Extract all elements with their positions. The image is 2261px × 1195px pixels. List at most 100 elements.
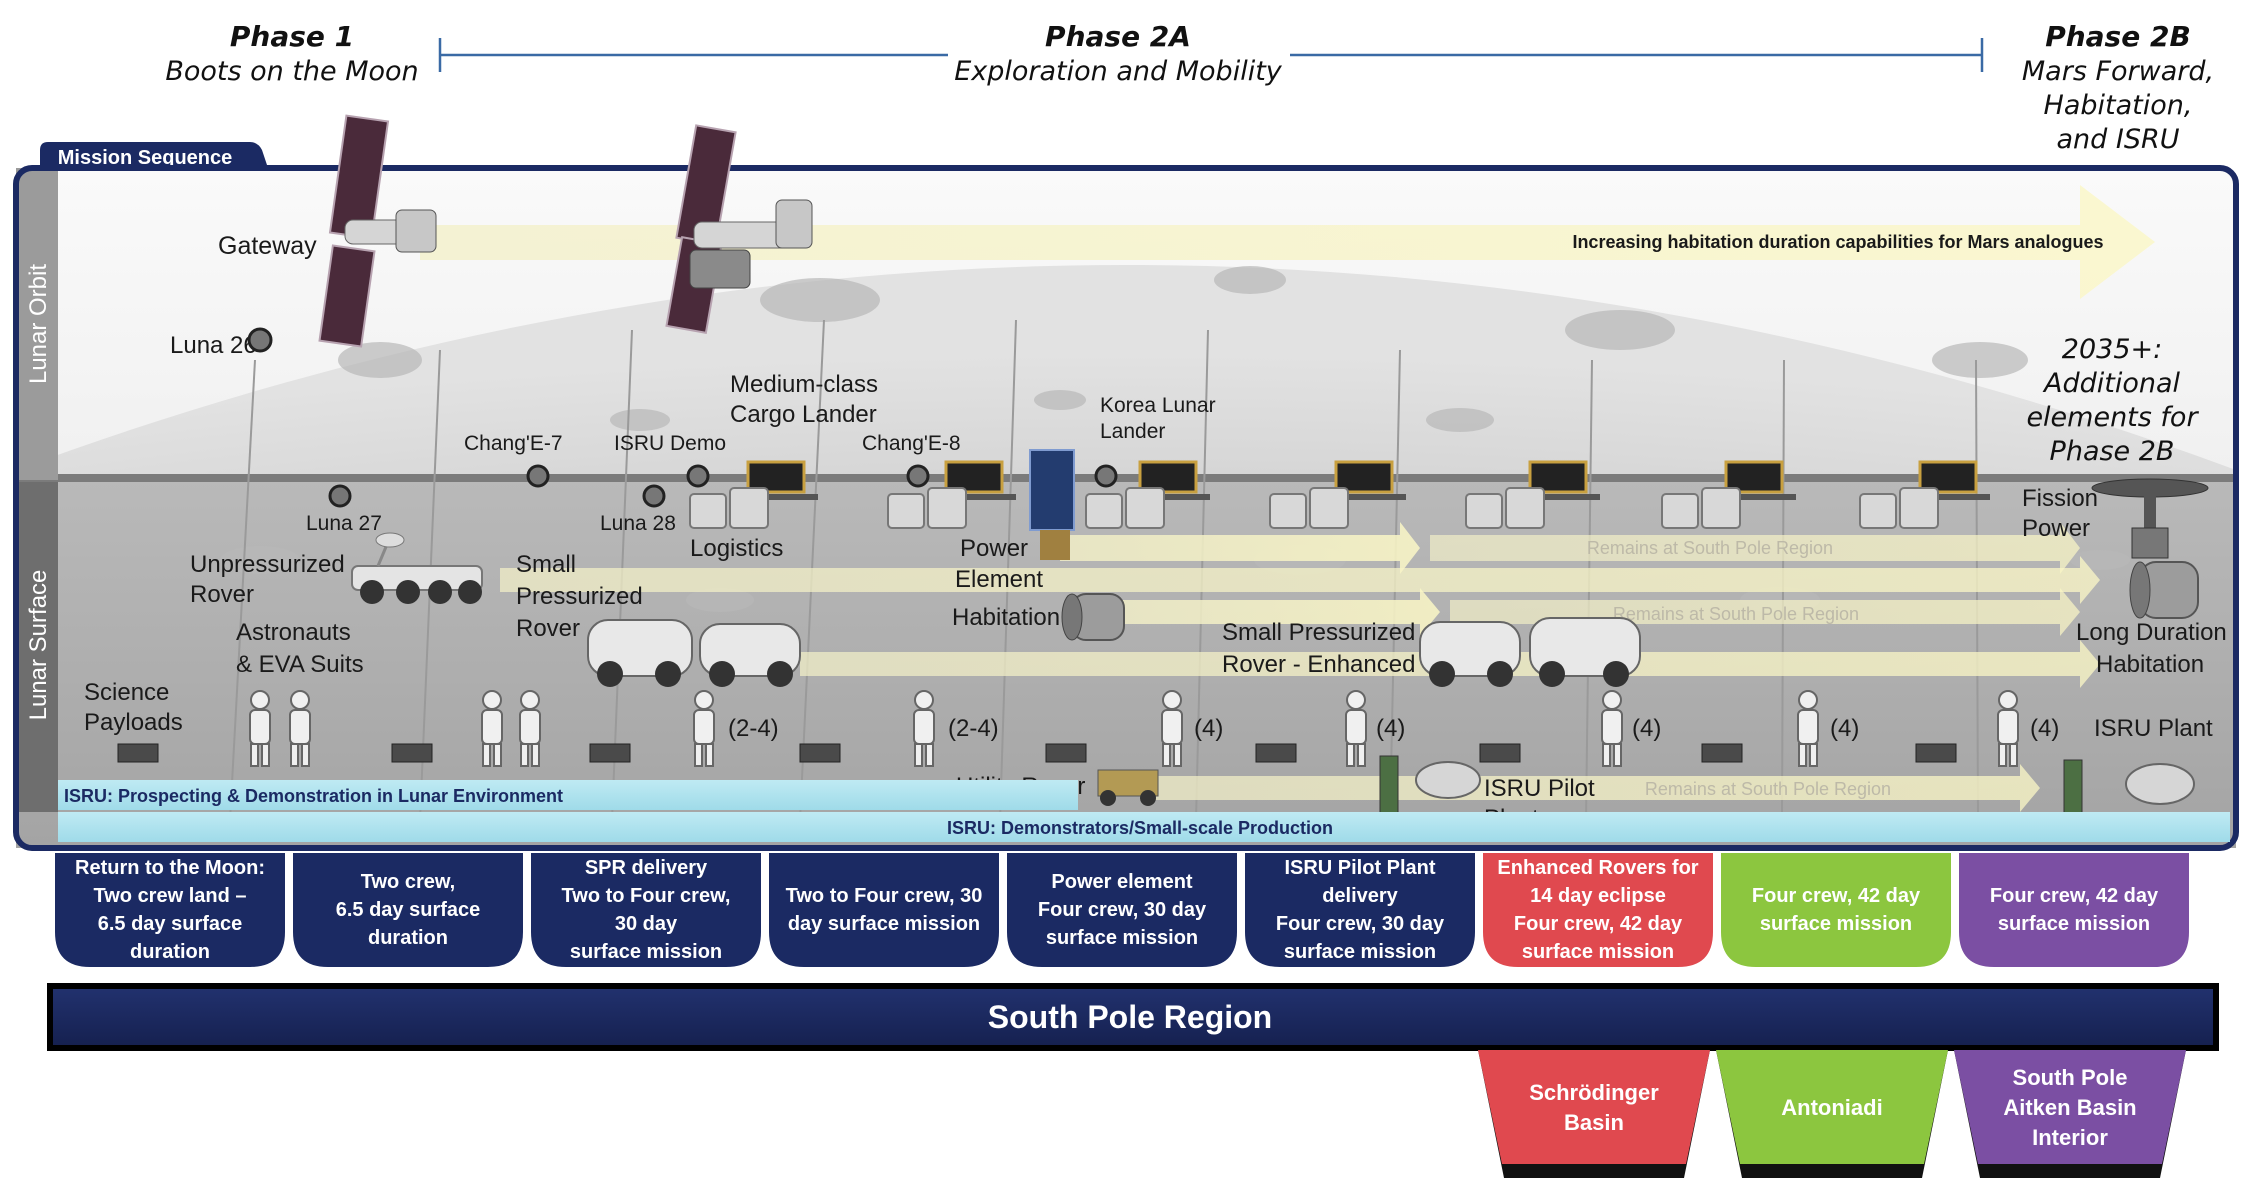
science-payloads-label-1: Science (84, 679, 169, 706)
power-element-label-1: Power (960, 535, 1028, 562)
mission-box-1-line-3: 6.5 day surface (98, 913, 243, 935)
phase-2b-subtitle-3: and ISRU (2056, 124, 2179, 155)
mission-box-3-line-1: SPR delivery (585, 857, 708, 879)
isru-pilot-plant-label-1: ISRU Pilot (1484, 775, 1595, 802)
gateway-station-icon (318, 114, 437, 348)
science-payload-icons (117, 743, 1957, 763)
habitation-label: Habitation (952, 604, 1060, 631)
korea-lander-label-2: Lander (1100, 420, 1165, 443)
change8-label: Chang'E-8 (862, 432, 961, 455)
astronauts-label-1: Astronauts (236, 619, 351, 646)
mission-box-3-line-3: 30 day (615, 913, 678, 935)
power-element-arrow (1060, 522, 1420, 574)
korea-lander-marker (1094, 464, 1118, 488)
isru-bars: ISRU: Prospecting & Demonstration in Lun… (58, 780, 2230, 842)
additional-elements-4: Phase 2B (2050, 436, 2175, 467)
unpressurized-rover-icon (351, 532, 483, 604)
surface-side-strip (16, 482, 58, 812)
region-label: South Pole Region (988, 999, 1272, 1035)
mission-box-5-line-2: Four crew, 30 day (1038, 899, 1207, 921)
phase-2a-subtitle: Exploration and Mobility (954, 56, 1283, 87)
crew-count-3: (4) (1194, 715, 1223, 742)
phase-1-title: Phase 1 (230, 20, 354, 53)
mission-box-8-line-1: Four crew, 42 day (1752, 885, 1921, 907)
mission-box-7-line-4: surface mission (1522, 941, 1674, 963)
habitation-module-icon (1061, 593, 1125, 641)
luna27-label: Luna 27 (306, 512, 382, 535)
phase-2a-title: Phase 2A (1045, 20, 1191, 53)
spr-enhanced-label-1: Small Pressurized (1222, 619, 1415, 646)
utility-rover-icon (1097, 769, 1159, 806)
mission-box-6-line-2: delivery (1322, 885, 1398, 907)
mission-box-9-line-2: surface mission (1998, 913, 2150, 935)
mission-box-1: Return to the Moon:Two crew land –6.5 da… (53, 851, 287, 969)
change7-label: Chang'E-7 (464, 432, 563, 455)
power-element-icon (1029, 449, 1075, 531)
orbit-surface-divider (16, 474, 2236, 482)
luna27-marker (328, 484, 352, 508)
crew-count-6: (4) (1830, 715, 1859, 742)
korea-lander-label-1: Korea Lunar (1100, 394, 1216, 417)
fission-power-icon (2091, 478, 2209, 559)
isru-demo-marker (686, 464, 710, 488)
mission-box-5-line-1: Power element (1051, 871, 1193, 893)
site-badge-3-line-2: Aitken Basin (2003, 1095, 2136, 1120)
mission-box-3-line-2: Two to Four crew, (562, 885, 731, 907)
phase-1-subtitle: Boots on the Moon (165, 56, 418, 87)
spr-enhanced-icon (1419, 617, 1641, 687)
power-remains-arrow (1430, 522, 2080, 574)
additional-elements-3: elements for (2026, 402, 2199, 433)
spr-label-3: Rover (516, 615, 580, 642)
isru-prospecting-label: ISRU: Prospecting & Demonstration in Lun… (64, 786, 563, 806)
phase-2b-subtitle-1: Mars Forward, (2022, 56, 2214, 87)
gateway-station-expanded-icon (665, 124, 813, 334)
luna28-label: Luna 28 (600, 512, 676, 535)
mission-box-1-line-2: Two crew land – (94, 885, 247, 907)
mission-box-6-line-4: surface mission (1284, 941, 1436, 963)
site-badge-3-line-1: South Pole (2013, 1065, 2128, 1090)
mission-box-4-line-1: Two to Four crew, 30 (786, 885, 983, 907)
fission-power-label-1: Fission (2022, 485, 2098, 512)
mission-box-4-line-2: day surface mission (788, 913, 980, 935)
site-badge-1-line-1: Schrödinger (1529, 1080, 1659, 1105)
mission-box-5-line-3: surface mission (1046, 927, 1198, 949)
site-badge-1-line-2: Basin (1564, 1110, 1624, 1135)
crew-count-1: (2-4) (728, 715, 779, 742)
lander-labels: Chang'E-7 ISRU Demo Medium-class Cargo L… (306, 371, 1216, 535)
isru-demonstrators-label: ISRU: Demonstrators/Small-scale Producti… (947, 818, 1333, 838)
medium-class-label-1: Medium-class (730, 371, 878, 398)
long-duration-habitation-icon (2129, 561, 2199, 619)
habitation-arrow (1110, 588, 1440, 636)
long-duration-habitation-label-2: Habitation (2096, 651, 2204, 678)
isru-pilot-plant-icon (1379, 755, 1481, 817)
additional-elements-1: 2035+: (2062, 334, 2162, 365)
site-badge-3-line-3: Interior (2032, 1125, 2108, 1150)
phase-header: Phase 1 Boots on the Moon Phase 2A Explo… (165, 20, 2214, 155)
astronauts-label-2: & EVA Suits (236, 651, 364, 678)
medium-class-label-2: Cargo Lander (730, 401, 877, 428)
isru-plant-icon (2063, 759, 2195, 821)
luna28-marker (642, 484, 666, 508)
orbit-side-strip (16, 168, 58, 480)
habitation-duration-arrow (420, 185, 2155, 299)
mission-boxes: Return to the Moon:Two crew land –6.5 da… (53, 851, 2191, 969)
science-payloads-label-2: Payloads (84, 709, 183, 736)
lunar-orbit-label: Lunar Orbit (25, 264, 52, 384)
unpressurized-rover-label-2: Rover (190, 581, 254, 608)
logistics-module-icons (689, 487, 1939, 529)
spr-label-1: Small (516, 551, 576, 578)
panel-border (13, 165, 2239, 851)
change8-marker (906, 464, 930, 488)
mission-box-2-line-2: 6.5 day surface (336, 899, 481, 921)
astronaut-icons (249, 690, 2019, 767)
unpressurized-rover-arrow (500, 556, 2100, 604)
mission-box-6-line-1: ISRU Pilot Plant (1284, 857, 1435, 879)
fission-power-label-2: Power (2022, 515, 2090, 542)
